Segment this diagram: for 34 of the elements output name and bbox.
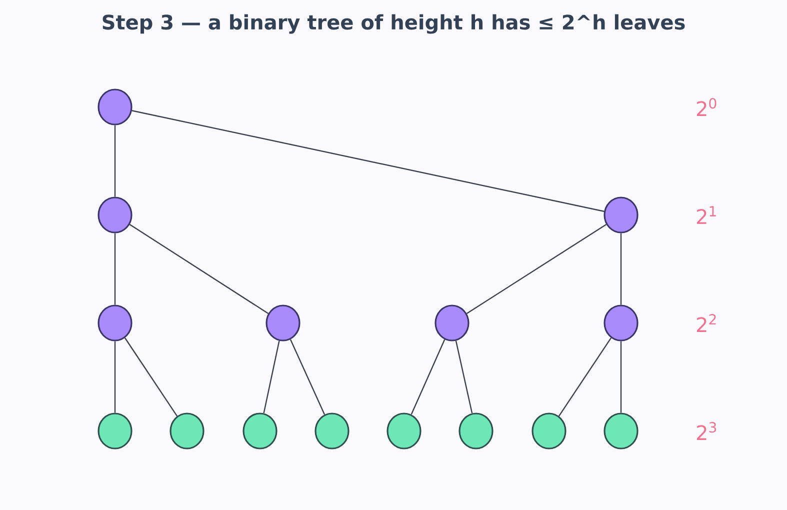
edge-line — [410, 339, 446, 415]
tree-node — [604, 304, 638, 342]
level-count: 2$^{2}$ — [697, 314, 716, 332]
tree-node — [98, 88, 132, 126]
level-count: 2$^{3}$ — [697, 422, 716, 440]
leaf-node — [314, 412, 350, 450]
edge-line — [114, 341, 116, 413]
tree-node — [434, 304, 470, 342]
edge-line — [558, 338, 612, 416]
edge-line — [466, 224, 607, 314]
title: Step 3 — a binary tree of height h has ≤ 2^h leaves — [102, 14, 685, 34]
leaf-node — [458, 412, 494, 450]
edge-line — [129, 224, 269, 314]
tree-node — [98, 196, 132, 234]
edge-line — [114, 233, 116, 305]
leaf-node — [386, 412, 422, 450]
level-count: 2$^{1}$ — [697, 206, 716, 224]
tree-node — [98, 304, 132, 342]
edge-line — [263, 340, 280, 414]
edge-line — [455, 340, 473, 414]
edge-line — [124, 338, 178, 416]
tree-node — [266, 304, 300, 342]
leaf-node — [604, 412, 638, 450]
edge-line — [620, 341, 622, 413]
edge-line — [132, 110, 604, 212]
leaf-node — [532, 412, 566, 450]
leaf-node — [170, 412, 204, 450]
tree-node — [604, 196, 638, 234]
leaf-node — [98, 412, 132, 450]
edge-line — [290, 339, 326, 415]
level-count: 2$^{0}$ — [697, 98, 716, 116]
edge-line — [114, 125, 116, 197]
edge-line — [620, 233, 622, 305]
leaf-node — [242, 412, 278, 450]
